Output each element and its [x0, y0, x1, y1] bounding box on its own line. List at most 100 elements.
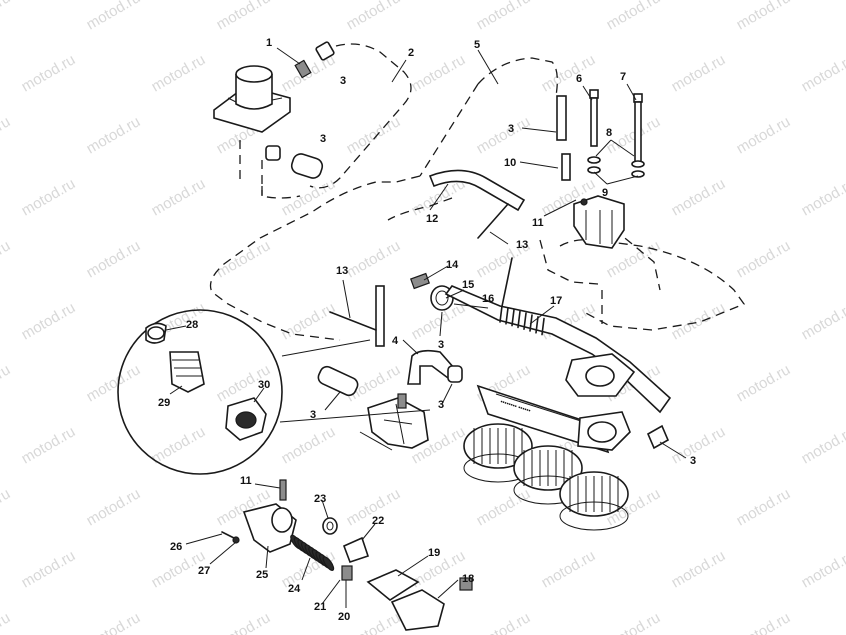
watermark-text: motod.ru: [19, 51, 79, 95]
watermark-text: motod.ru: [344, 113, 404, 157]
watermark-text: motod.ru: [84, 485, 144, 529]
watermark-text: motod.ru: [84, 609, 144, 635]
watermark-text: motod.ru: [474, 113, 534, 157]
part-3-hose-mid: [317, 365, 463, 397]
watermark-text: motod.ru: [84, 113, 144, 157]
callout-3: 3: [310, 409, 316, 421]
callout-10: 10: [504, 157, 516, 169]
watermark-text: motod.ru: [214, 237, 274, 281]
callout-17: 17: [550, 295, 562, 307]
part-8-9-washers: [587, 156, 645, 178]
watermark-text: motod.ru: [19, 175, 79, 219]
oil-tank: [213, 65, 291, 133]
watermark-text: motod.ru: [604, 113, 664, 157]
watermark-text: motod.ru: [0, 113, 13, 157]
callout-16: 16: [482, 293, 494, 305]
part-3-clamp-right: [646, 424, 670, 450]
watermark-text: motod.ru: [734, 237, 794, 281]
watermark-text: motod.ru: [409, 51, 469, 95]
watermark-text: motod.ru: [539, 51, 599, 95]
watermark-text: motod.ru: [344, 0, 404, 33]
watermark-text: motod.ru: [669, 299, 729, 343]
part-10-fitting: [561, 153, 571, 181]
callout-22: 22: [372, 515, 384, 527]
watermark-text: motod.ru: [604, 0, 664, 33]
hull-outline-dashed: [209, 43, 746, 341]
part-19-gasket: [366, 569, 420, 601]
watermark-text: motod.ru: [0, 485, 13, 529]
watermark-text: motod.ru: [734, 609, 794, 635]
cylinder-heads: [463, 423, 629, 531]
part-6-bolt: [589, 89, 599, 147]
callout-3: 3: [508, 123, 514, 135]
callout-3: 3: [690, 455, 696, 467]
callout-1: 1: [266, 37, 272, 49]
watermark-text: motod.ru: [149, 423, 209, 467]
watermark-text: motod.ru: [604, 609, 664, 635]
watermark-text: motod.ru: [0, 361, 13, 405]
watermark-text: motod.ru: [539, 547, 599, 591]
callout-21: 21: [314, 601, 326, 613]
callout-13: 13: [516, 239, 528, 251]
watermark-text: motod.ru: [149, 51, 209, 95]
watermark-text: motod.ru: [279, 423, 339, 467]
callout-30: 30: [258, 379, 270, 391]
mounting-bracket: [573, 195, 625, 249]
part-18-valve: [390, 577, 473, 631]
watermark-text: motod.ru: [799, 423, 846, 467]
watermark-text: motod.ru: [734, 361, 794, 405]
part-12-tube: [428, 169, 526, 212]
callout-25: 25: [256, 569, 268, 581]
callout-23: 23: [314, 493, 326, 505]
callout-24: 24: [288, 583, 301, 595]
part-20-21-plunger: [341, 565, 353, 581]
watermark-text: motod.ru: [344, 609, 404, 635]
callout-8: 8: [606, 127, 612, 139]
callout-28: 28: [186, 319, 198, 331]
watermark-text: motod.ru: [214, 609, 274, 635]
callout-7: 7: [620, 71, 626, 83]
part-4-elbow: [407, 349, 455, 385]
watermark-text: motod.ru: [669, 51, 729, 95]
part-7-bolt: [633, 93, 643, 163]
watermark-text: motod.ru: [19, 423, 79, 467]
callout-12: 12: [426, 213, 438, 225]
watermark-text: motod.ru: [799, 299, 846, 343]
watermark-text: motod.ru: [19, 299, 79, 343]
part-3-hose-left: [265, 145, 324, 179]
watermark-text: motod.ru: [0, 609, 13, 635]
callout-18: 18: [462, 573, 474, 585]
pump-body: [367, 393, 429, 449]
callout-2: 2: [408, 47, 414, 59]
callout-4: 4: [392, 335, 399, 347]
watermark-text: motod.ru: [149, 175, 209, 219]
leader-lines: [165, 47, 687, 608]
watermark-text: motod.ru: [0, 237, 13, 281]
watermark-text: motod.ru: [734, 113, 794, 157]
callout-26: 26: [170, 541, 182, 553]
watermark-text: motod.ru: [474, 609, 534, 635]
watermark-text: motod.ru: [344, 237, 404, 281]
callout-11: 11: [532, 217, 544, 229]
callout-20: 20: [338, 611, 350, 623]
watermark-text: motod.ru: [799, 175, 846, 219]
part-3-clamp-top: [315, 41, 335, 61]
callout-5: 5: [474, 39, 480, 51]
watermark-text: motod.ru: [734, 0, 794, 33]
callout-3: 3: [438, 399, 444, 411]
callout-15: 15: [462, 279, 474, 291]
watermark-text: motod.ru: [734, 485, 794, 529]
watermark-text: motod.ru: [474, 0, 534, 33]
callout-11: 11: [240, 475, 252, 487]
watermark-text: motod.ru: [279, 299, 339, 343]
watermark-text: motod.ru: [84, 361, 144, 405]
callout-19: 19: [428, 547, 440, 559]
callout-14: 14: [446, 259, 459, 271]
watermark-text: motod.ru: [799, 547, 846, 591]
watermark-text: motod.ru: [669, 423, 729, 467]
exhaust-manifold: ▪▪▪▪▪▪▪▪ ▪▪▪▪▪▪: [476, 384, 610, 454]
callout-27: 27: [198, 565, 210, 577]
part-22-fitting: [342, 536, 370, 564]
